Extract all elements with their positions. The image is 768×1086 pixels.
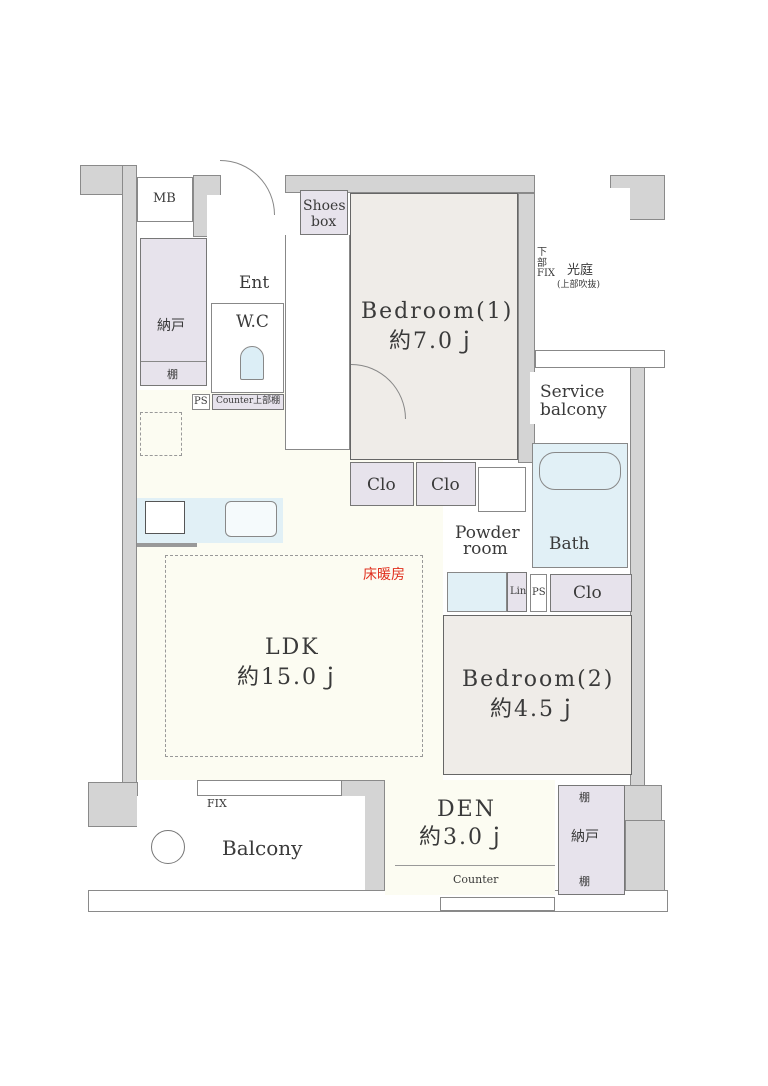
door[interactable]	[351, 364, 406, 419]
meter-box: MB	[137, 177, 193, 222]
light-court: 下部FIX 光庭 (上部吹抜)	[535, 188, 630, 350]
service-balcony[interactable]: Service balcony	[530, 372, 615, 424]
storage-top: 納戸 棚	[140, 238, 207, 386]
wall	[630, 350, 645, 790]
wall	[285, 175, 535, 193]
sink-icon	[225, 501, 277, 537]
toilet-icon	[240, 346, 264, 380]
wc[interactable]: W.C	[211, 303, 284, 393]
den-counter: Counter	[395, 865, 555, 895]
den[interactable]: DEN 約3.0ｊ Counter	[385, 780, 555, 895]
floor-heating-area	[165, 555, 423, 757]
shoes-box: Shoes box	[300, 190, 348, 235]
balcony[interactable]: Balcony	[137, 796, 365, 890]
window[interactable]	[440, 897, 555, 911]
front-door[interactable]	[220, 160, 275, 215]
pipe-space: PS	[192, 394, 210, 410]
linen-closet: Lin	[507, 572, 527, 612]
wall	[122, 165, 137, 790]
hallway[interactable]	[285, 235, 350, 450]
ceiling-hatch	[140, 412, 182, 456]
compass-icon	[151, 830, 185, 864]
sash-window[interactable]	[197, 780, 342, 796]
closet-1[interactable]: Clo	[350, 462, 414, 506]
bedroom-1[interactable]: Bedroom(1) 約7.0ｊ	[350, 193, 518, 460]
stove-icon	[145, 501, 185, 534]
washbasin	[447, 572, 507, 612]
wc-counter: Counter上部棚	[212, 394, 284, 410]
closet-2[interactable]: Clo	[416, 462, 476, 506]
bedroom-2[interactable]: Bedroom(2) 約4.5ｊ	[443, 615, 632, 775]
bathtub-icon	[539, 452, 621, 490]
powder-room[interactable]: Powder room	[445, 515, 527, 572]
kitchen-counter	[137, 498, 283, 543]
bath[interactable]: Bath	[532, 443, 628, 568]
storage-bottom: 棚 納戸 棚	[558, 785, 625, 895]
wall	[88, 782, 138, 827]
fix-label: FIX	[207, 797, 227, 810]
pipe-space-2: PS	[530, 574, 547, 612]
washer-space	[478, 467, 526, 512]
window-rail	[535, 350, 665, 368]
closet-3[interactable]: Clo	[550, 574, 632, 612]
